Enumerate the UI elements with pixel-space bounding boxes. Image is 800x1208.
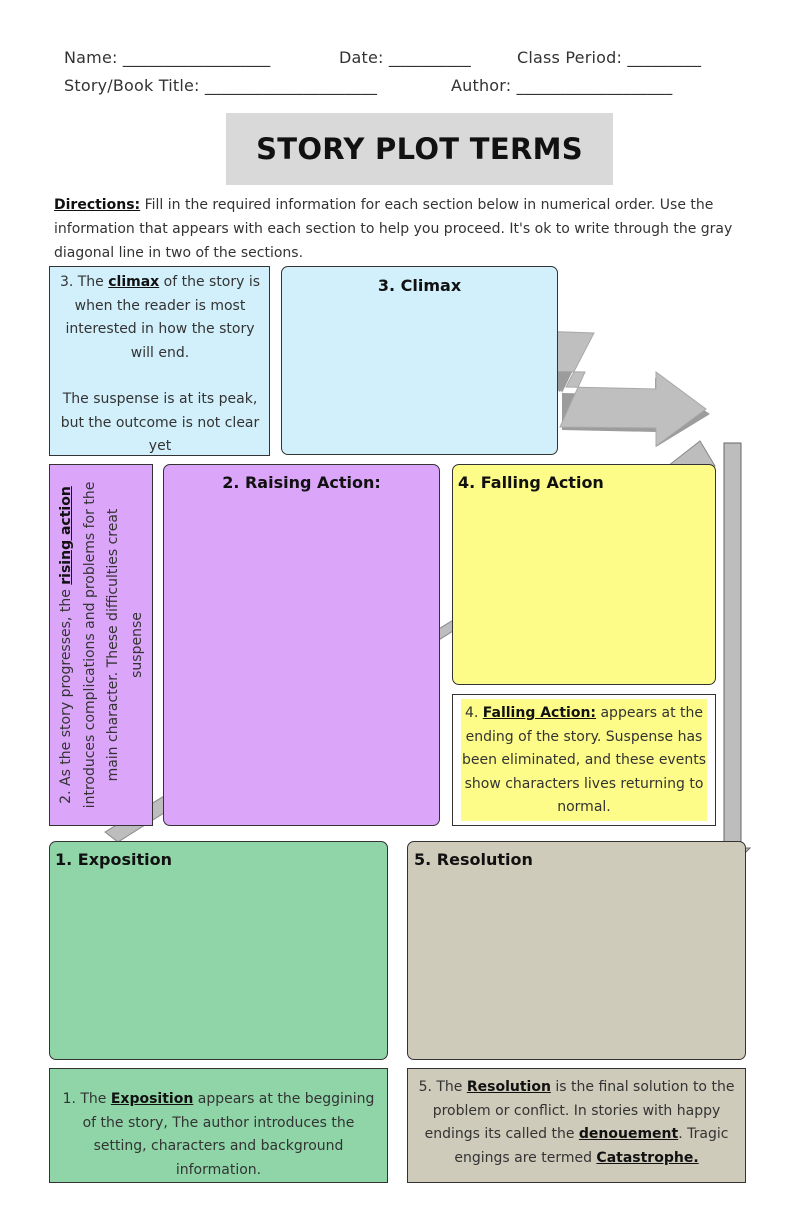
- resolution-writing-box[interactable]: 5. Resolution: [407, 841, 746, 1060]
- rising-action-box-title: 2. Raising Action:: [164, 473, 439, 492]
- rising-action-info-text: 2. As the story progresses, the rising a…: [55, 475, 149, 815]
- falling-action-writing-box[interactable]: 4. Falling Action: [452, 464, 716, 685]
- climax-term: climax: [108, 274, 159, 290]
- falling-action-box-title: 4. Falling Action: [458, 473, 604, 492]
- resolution-box-title: 5. Resolution: [414, 850, 533, 869]
- climax-box-title: 3. Climax: [282, 276, 557, 295]
- exposition-box-title: 1. Exposition: [55, 850, 172, 869]
- exposition-info-box: 1. The Exposition appears at the beggini…: [49, 1068, 388, 1183]
- resolution-term: Resolution: [467, 1079, 551, 1095]
- climax-info-text-2: The suspense is at its peak, but the out…: [54, 388, 266, 459]
- resolution-info-text: 5. The Resolution is the final solution …: [418, 1076, 735, 1170]
- exposition-writing-box[interactable]: 1. Exposition: [49, 841, 388, 1060]
- falling-action-info-box: 4. Falling Action: appears at the ending…: [452, 694, 716, 826]
- denouement-term: denouement: [579, 1126, 678, 1142]
- falling-vertical-arrow: [713, 443, 750, 866]
- falling-action-info-text: 4. Falling Action: appears at the ending…: [461, 699, 707, 820]
- exposition-term: Exposition: [111, 1091, 193, 1107]
- climax-info-text: 3. The climax of the story is when the r…: [54, 271, 266, 365]
- rising-action-term: rising action: [58, 486, 74, 585]
- exposition-info-text: 1. The Exposition appears at the beggini…: [60, 1088, 377, 1182]
- rising-action-writing-box[interactable]: 2. Raising Action:: [163, 464, 440, 826]
- climax-info-box: 3. The climax of the story is when the r…: [49, 266, 270, 456]
- falling-action-term: Falling Action:: [483, 705, 596, 721]
- resolution-info-box: 5. The Resolution is the final solution …: [407, 1068, 746, 1183]
- climax-writing-box[interactable]: 3. Climax: [281, 266, 558, 455]
- rising-action-info-box: 2. As the story progresses, the rising a…: [49, 464, 153, 826]
- catastrophe-term: Catastrophe.: [596, 1150, 698, 1166]
